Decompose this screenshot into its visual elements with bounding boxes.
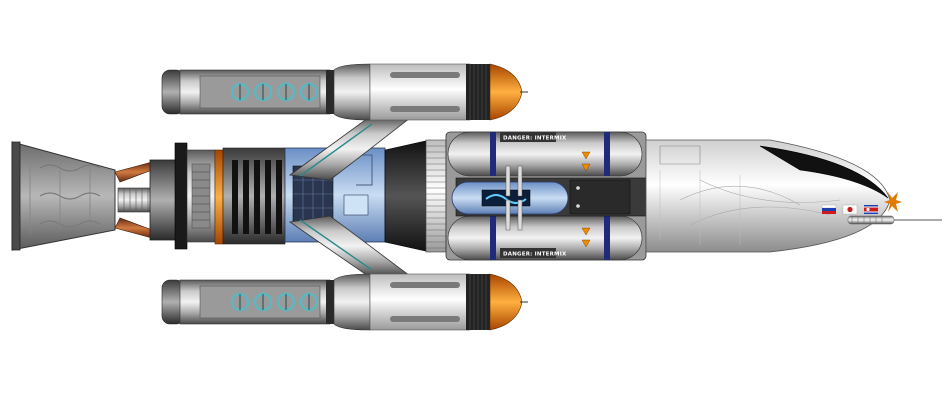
engine-glow <box>489 63 523 121</box>
north-korea-flag <box>864 205 878 214</box>
lower-nacelle <box>161 273 528 331</box>
forward-hull <box>645 139 891 253</box>
russia-flag <box>821 204 837 214</box>
containment-pod <box>451 165 569 231</box>
upper-nacelle <box>161 63 528 121</box>
coolant-loops <box>230 292 319 312</box>
japan-flag <box>842 204 858 215</box>
main-engine-nozzle <box>11 141 116 251</box>
antenna-star-icon <box>884 192 902 212</box>
upper-warning-label: DANGER: INTERMIX <box>503 136 567 142</box>
cockpit-canopy <box>759 145 889 199</box>
engine-glow <box>489 273 523 331</box>
lower-warning-label: DANGER: INTERMIX <box>503 252 567 258</box>
indicator-triangle-icon <box>581 163 591 172</box>
flags-group <box>821 204 878 215</box>
central-cylinder <box>384 139 447 253</box>
engine-mount <box>149 142 224 250</box>
striped-barrel <box>222 147 286 245</box>
indicator-triangle-icon <box>581 151 591 160</box>
bow-antenna <box>847 192 942 225</box>
indicator-triangle-icon <box>581 239 591 248</box>
fuel-tanks: DANGER: INTERMIX DANGER: INTERMIX <box>445 131 647 261</box>
coolant-loops <box>230 82 319 102</box>
status-light-icon <box>576 186 580 190</box>
indicator-triangle-icon <box>581 227 591 236</box>
status-light-icon <box>576 204 580 208</box>
